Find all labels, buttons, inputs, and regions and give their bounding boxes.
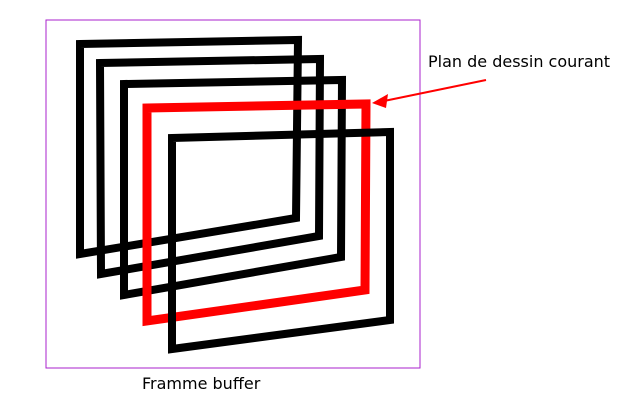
callout-arrow: [372, 79, 487, 108]
frame-plane-3: [120, 75, 347, 300]
framebuffer-border: [45, 19, 421, 369]
frame-stack: [76, 35, 394, 354]
frame-plane-4-current: [142, 99, 371, 327]
callout-label: Plan de dessin courant: [428, 52, 610, 71]
frame-plane-2: [95, 54, 325, 279]
frame-plane-1: [76, 35, 303, 259]
frame-plane-5: [168, 127, 394, 354]
diagram-caption: Framme buffer: [142, 374, 261, 393]
